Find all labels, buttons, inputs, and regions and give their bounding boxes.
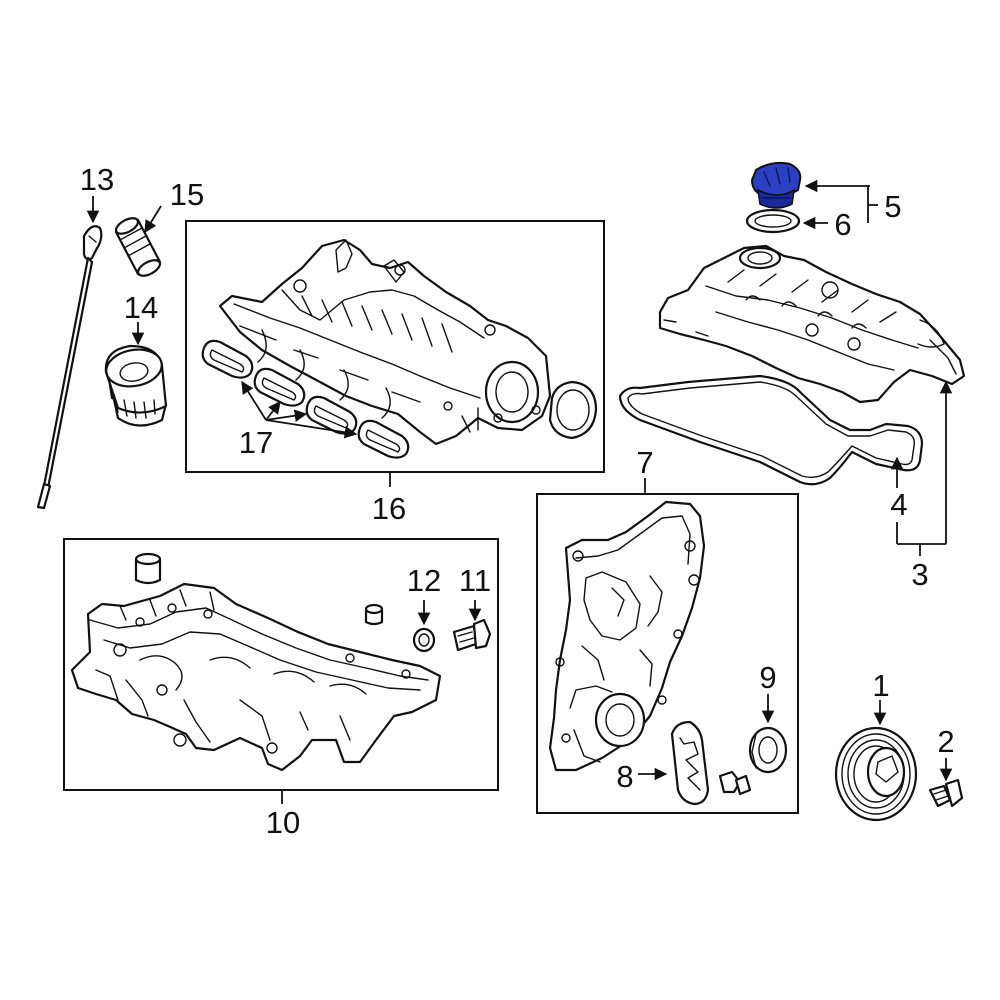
leader-3 [896, 380, 953, 556]
oil-filler-cap-seal[interactable] [745, 208, 801, 234]
oil-filler-cap[interactable] [751, 161, 802, 209]
callout-6: 6 [834, 207, 851, 242]
callout-12: 12 [407, 563, 441, 598]
oil-dipstick[interactable] [36, 225, 103, 510]
callout-3: 3 [911, 557, 928, 592]
callout-9: 9 [759, 660, 776, 695]
callout-10: 10 [266, 805, 300, 840]
callout-4: 4 [890, 487, 907, 522]
callout-7: 7 [636, 445, 653, 480]
oil-pan-dowel-large[interactable] [134, 552, 162, 585]
drain-plug[interactable] [452, 618, 492, 652]
valve-cover[interactable] [658, 244, 966, 404]
oil-pan-dowel-small[interactable] [364, 603, 384, 626]
crankshaft-pulley[interactable] [834, 726, 918, 822]
leader-5 [804, 179, 878, 223]
valve-cover-gasket[interactable] [618, 374, 924, 486]
oil-filter[interactable] [103, 344, 168, 427]
callout-11: 11 [459, 563, 491, 598]
throttle-body-gasket[interactable] [548, 380, 598, 440]
leader-17 [241, 380, 358, 439]
callout-16: 16 [372, 491, 406, 526]
drain-plug-washer[interactable] [412, 627, 436, 653]
callout-1: 1 [872, 668, 889, 703]
intake-manifold-gaskets[interactable] [201, 339, 410, 459]
leader-15 [144, 205, 162, 234]
timing-cover-bolt[interactable] [718, 770, 752, 796]
timing-cover-gasket[interactable] [670, 720, 710, 806]
callout-14: 14 [124, 290, 158, 325]
callout-13: 13 [80, 162, 114, 197]
timing-chain-cover[interactable] [548, 500, 706, 772]
callout-5: 5 [884, 189, 901, 224]
timing-cover-box [536, 493, 799, 814]
callout-17: 17 [239, 425, 273, 460]
crankshaft-pulley-bolt[interactable] [928, 778, 964, 808]
oil-pan-box [63, 538, 499, 791]
callout-15: 15 [170, 177, 204, 212]
crankshaft-front-seal[interactable] [748, 726, 788, 774]
intake-manifold[interactable] [218, 238, 552, 446]
intake-manifold-box [185, 220, 605, 473]
callout-8: 8 [616, 759, 633, 794]
callout-2: 2 [937, 724, 954, 759]
oil-filter-adapter-sleeve[interactable] [114, 215, 163, 279]
oil-pan[interactable] [70, 582, 442, 772]
